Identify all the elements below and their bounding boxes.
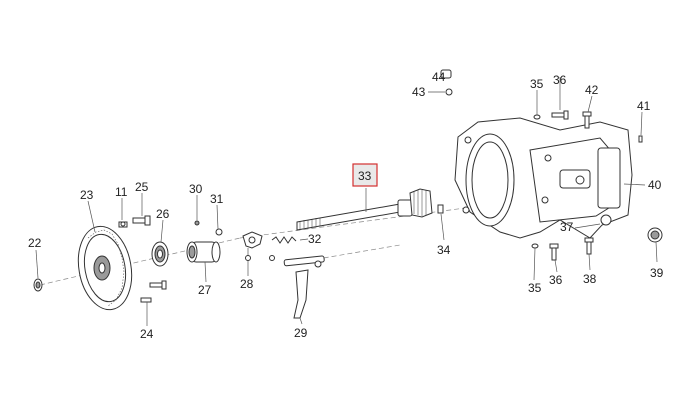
breather-44 — [440, 69, 452, 79]
leader-lines — [35, 75, 658, 326]
callout-32: 32 — [308, 232, 322, 246]
highlight-box-33 — [352, 163, 378, 187]
callout-29: 29 — [294, 326, 308, 340]
callout-41: 41 — [637, 99, 651, 113]
callout-27: 27 — [198, 283, 212, 297]
callout-34: 34 — [437, 243, 451, 257]
callout-37: 37 — [560, 220, 574, 234]
bearing-26 — [151, 241, 169, 267]
bolt-36-lower — [549, 243, 559, 261]
callout-35-lower: 35 — [528, 281, 542, 295]
callout-11: 11 — [115, 185, 128, 199]
callout-33: 33 — [358, 169, 372, 183]
washer-35-upper — [533, 114, 541, 120]
washer-43 — [445, 88, 453, 96]
callout-28: 28 — [240, 277, 254, 291]
bolt-11 — [118, 221, 128, 228]
callout-labels: 22 23 11 25 26 24 27 30 31 28 32 29 33 3… — [28, 70, 664, 341]
callout-36-upper: 36 — [553, 73, 567, 87]
pin-41 — [638, 135, 643, 143]
callout-44: 44 — [432, 70, 446, 84]
release-fork-28 — [242, 231, 263, 261]
callout-40: 40 — [648, 178, 662, 192]
input-shaft-33 — [296, 188, 433, 231]
callout-23: 23 — [80, 188, 94, 202]
shift-lever-29 — [269, 255, 325, 319]
callout-31: 31 — [210, 192, 224, 206]
callout-36-lower: 36 — [549, 273, 563, 287]
release-bearing-27 — [186, 241, 221, 263]
spring-32 — [271, 236, 297, 244]
bolt-36-upper — [551, 110, 569, 120]
plug-39 — [647, 227, 663, 243]
callout-22: 22 — [28, 236, 42, 250]
clip-31 — [215, 228, 223, 236]
dowel-34 — [437, 204, 444, 214]
transmission-case-40 — [454, 117, 633, 239]
callout-42: 42 — [585, 83, 599, 97]
seal-22 — [33, 278, 43, 292]
callout-25: 25 — [135, 180, 149, 194]
callout-24: 24 — [140, 327, 154, 341]
washer-35-lower — [531, 243, 539, 249]
bolt-38 — [584, 237, 594, 255]
callout-43: 43 — [412, 85, 426, 99]
callout-38: 38 — [583, 272, 597, 286]
bolt-lower-a — [149, 280, 167, 290]
bolt-42 — [582, 111, 592, 129]
bolt-25 — [132, 215, 151, 226]
assembly-axis-right — [239, 189, 601, 239]
pin-30 — [194, 220, 200, 226]
bolt-24 — [140, 297, 152, 303]
callout-30: 30 — [189, 182, 203, 196]
callout-35-upper: 35 — [530, 77, 544, 91]
callout-26: 26 — [156, 207, 170, 221]
callout-39: 39 — [650, 266, 664, 280]
clutch-cover-23 — [77, 225, 133, 311]
